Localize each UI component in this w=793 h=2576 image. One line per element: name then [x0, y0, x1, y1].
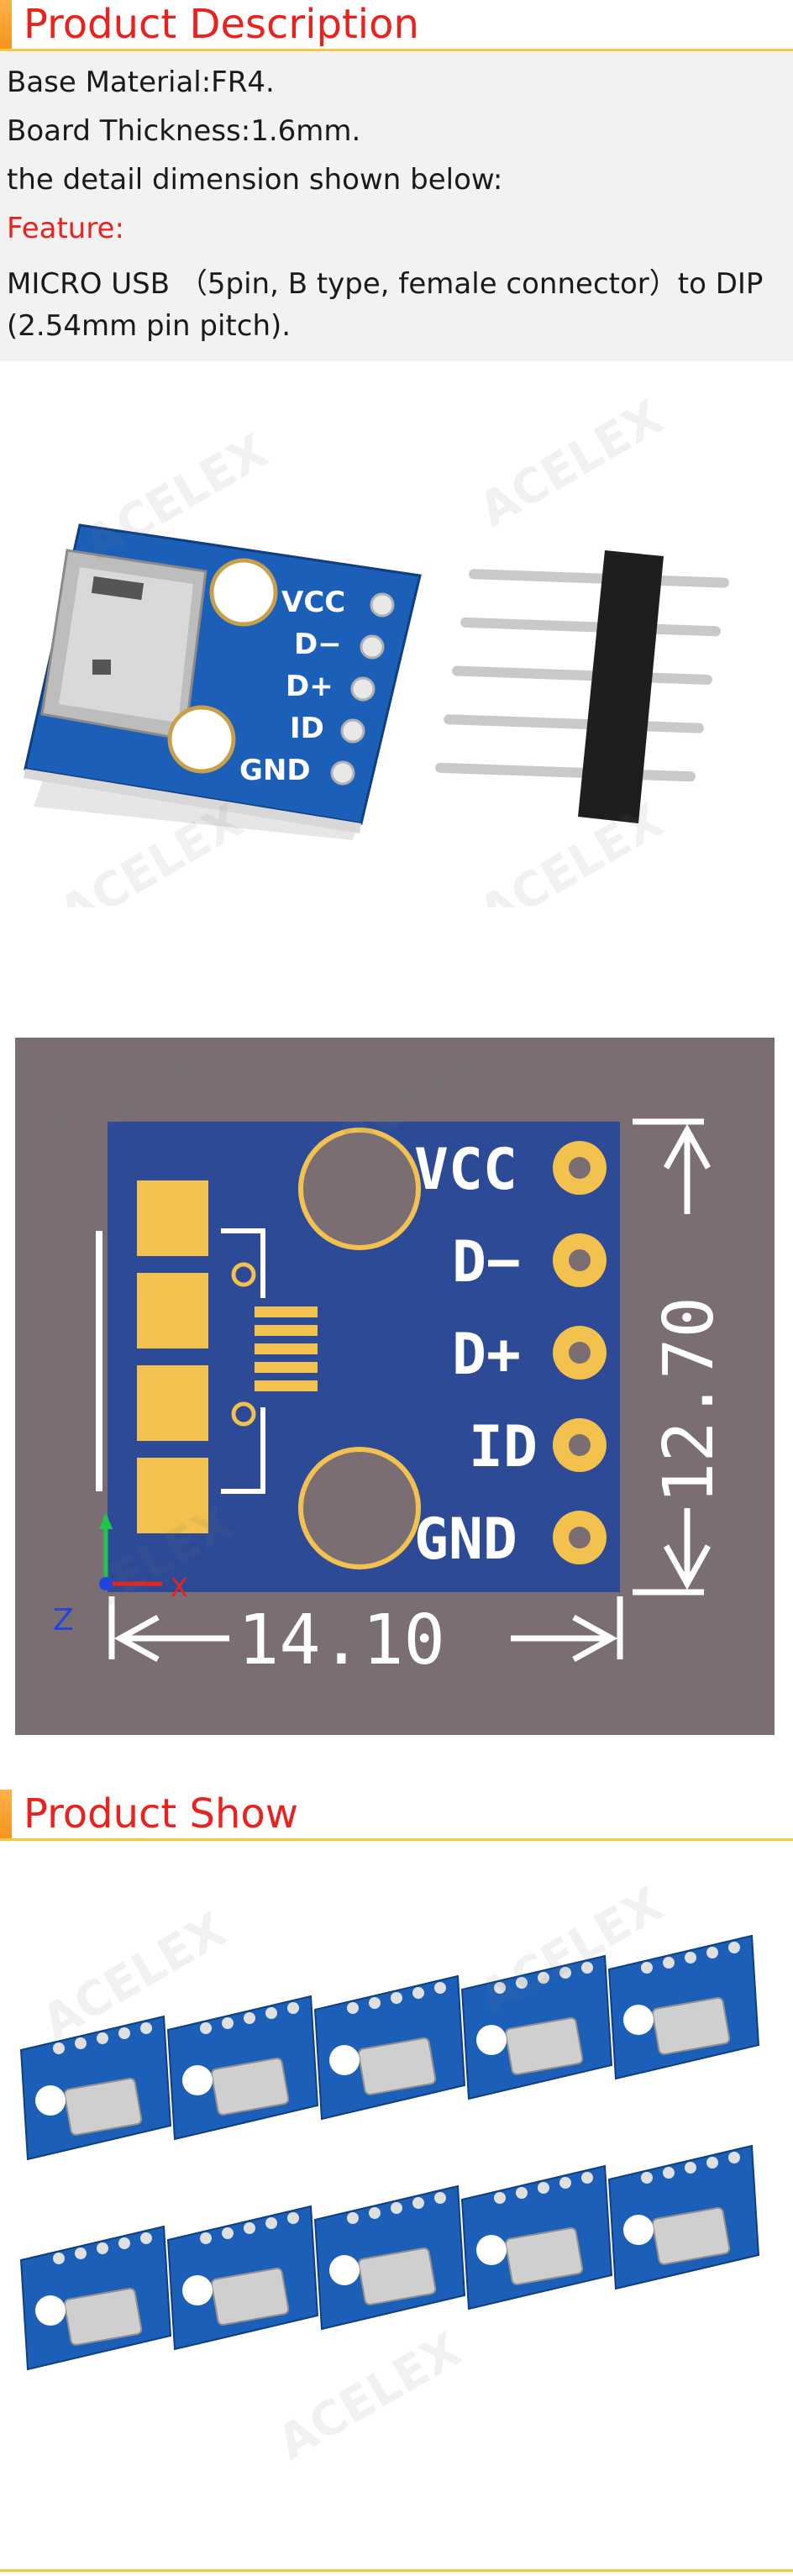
description-block: Base Material:FR4. Board Thickness:1.6mm… — [0, 52, 793, 361]
height-dimension: 12.70 — [649, 1296, 729, 1504]
label-id: ID — [469, 1414, 538, 1480]
array-board — [607, 1934, 760, 2080]
axis-x-label: X — [171, 1574, 188, 1603]
feature-label: Feature: — [7, 212, 124, 245]
array-board — [19, 2015, 172, 2161]
silk-dplus: D+ — [286, 670, 333, 703]
dim-hole-bottom — [298, 1447, 421, 1569]
array-board — [19, 2225, 172, 2371]
feature-text-line1: MICRO USB （5pin, B type, female connecto… — [7, 267, 764, 301]
product-photo-board: VCC D− D+ ID GND ACELEX ACELEX ACELEX AC… — [0, 370, 793, 907]
dimension-drawing: VCC D− D+ ID GND 14.10 12.70 X — [15, 1038, 775, 1735]
header-accent-bar — [0, 0, 12, 49]
array-board — [460, 1954, 613, 2100]
header-accent-bar — [0, 1790, 12, 1838]
product-show-title: Product Show — [24, 1790, 299, 1837]
board-photo-svg: VCC D− D+ ID GND — [24, 523, 729, 840]
base-material-text: Base Material:FR4. — [7, 66, 275, 99]
smd-pads — [137, 1180, 208, 1533]
silk-vcc: VCC — [281, 586, 345, 619]
label-dplus: D+ — [452, 1322, 521, 1388]
board-array — [19, 1934, 760, 2371]
mounting-hole-bottom — [167, 705, 236, 774]
dimension-drawing-svg: VCC D− D+ ID GND 14.10 12.70 X — [53, 1118, 729, 1680]
pin-header — [435, 550, 729, 823]
usb-fingers — [255, 1306, 318, 1391]
silk-gnd: GND — [239, 754, 311, 787]
header-rule — [0, 49, 793, 51]
array-board — [166, 2205, 319, 2351]
board-thickness-text: Board Thickness:1.6mm. — [7, 114, 361, 148]
mounting-hole-top — [209, 558, 278, 627]
silk-dminus: D− — [294, 628, 342, 661]
dip-pads — [330, 592, 395, 786]
array-board — [607, 2144, 760, 2290]
array-board — [313, 1974, 466, 2121]
dimension-lines — [108, 1118, 712, 1663]
label-gnd: GND — [414, 1506, 517, 1573]
array-board — [460, 2164, 613, 2311]
dim-hole-top — [298, 1128, 421, 1250]
axis-z-label: Z — [53, 1603, 74, 1638]
array-board — [166, 1995, 319, 2141]
width-dimension: 14.10 — [238, 1601, 445, 1680]
dimension-note-text: the detail dimension shown below: — [7, 163, 503, 197]
footer-rule — [0, 2569, 793, 2572]
product-description-title: Product Description — [24, 1, 419, 48]
array-photo-svg — [19, 1934, 760, 2371]
product-description-header: Product Description — [0, 0, 793, 51]
product-photo-array: ACELEX ACELEX ACELEX — [0, 1848, 793, 2576]
product-show-header: Product Show — [0, 1790, 793, 1841]
array-board — [313, 2184, 466, 2331]
silk-id: ID — [290, 712, 324, 745]
label-dminus: D− — [452, 1229, 521, 1296]
label-vcc: VCC — [414, 1137, 517, 1203]
feature-text-line2: (2.54mm pin pitch). — [7, 309, 291, 343]
header-rule — [0, 1838, 793, 1841]
pin-header-plastic — [578, 550, 664, 823]
